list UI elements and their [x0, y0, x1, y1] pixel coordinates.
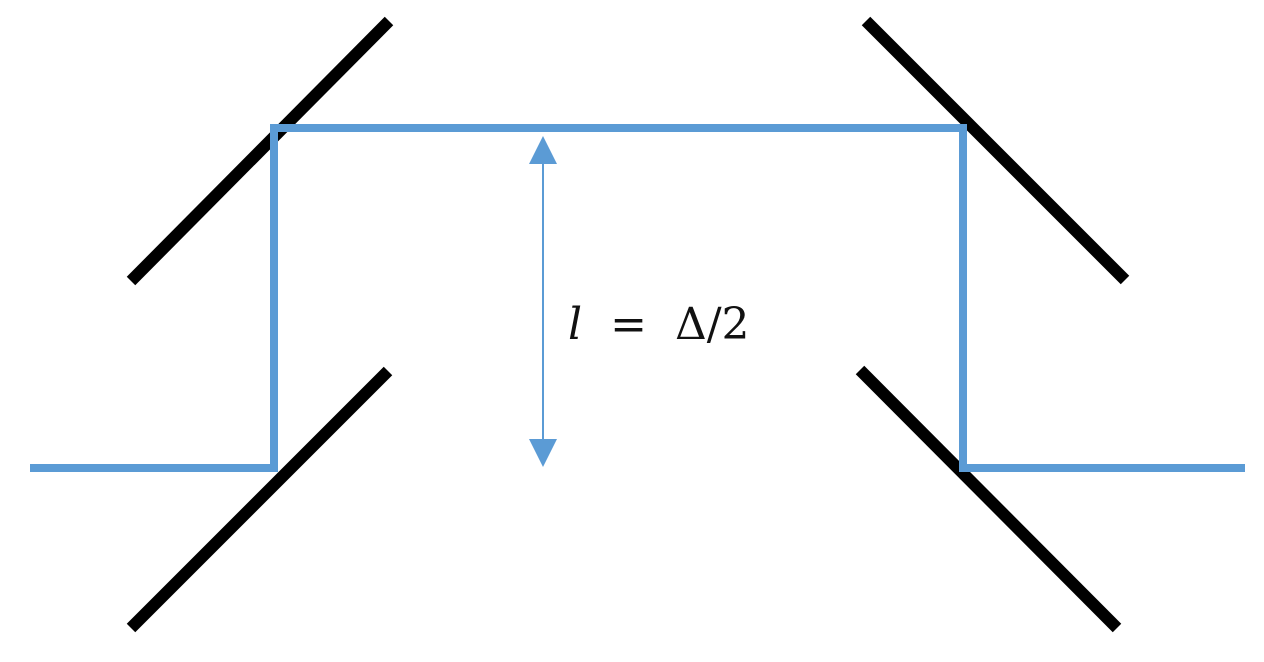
- dimension-arrow: [529, 136, 557, 467]
- mirror-bottom-right: [855, 365, 1122, 633]
- mirror-top-right: [861, 16, 1130, 285]
- mirrors: [126, 16, 1130, 633]
- mirror-bottom-left: [126, 366, 393, 633]
- label-variable: l: [568, 299, 582, 350]
- arrowhead-up: [529, 136, 557, 164]
- beam-path: [30, 124, 1245, 472]
- label-value: Δ/2: [675, 299, 750, 350]
- arrowhead-down: [529, 439, 557, 467]
- label-equals: =: [610, 299, 647, 350]
- mirror-top-left: [126, 16, 394, 286]
- path-length-label: l = Δ/2: [568, 299, 750, 350]
